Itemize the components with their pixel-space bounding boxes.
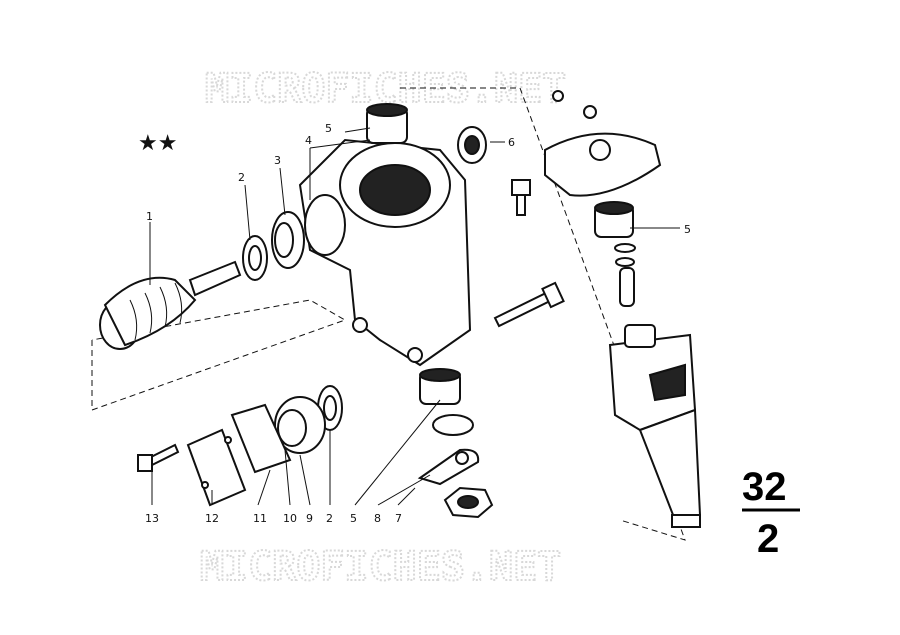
- part-needle-bearing-top: [366, 103, 408, 144]
- watermark-bottom: MICROFICHES.NET: [200, 544, 561, 590]
- callout-3: 3: [274, 154, 281, 167]
- part-gasket: [230, 403, 292, 474]
- callout-11: 11: [253, 512, 267, 525]
- callout-4: 4: [305, 134, 312, 147]
- part-washer: [432, 414, 474, 436]
- callout-13: 13: [145, 512, 159, 525]
- part-oil-seal: [457, 126, 487, 164]
- callout-5-top: 5: [325, 122, 332, 135]
- assembly-dashed-lines: [91, 87, 686, 541]
- callout-10: 10: [283, 512, 297, 525]
- callout-5-right: 5: [684, 223, 691, 236]
- page-ref-top: 32: [742, 465, 787, 509]
- part-cover-bolt: [137, 443, 180, 472]
- part-adjuster: [274, 396, 326, 454]
- part-lock-tab: [417, 448, 480, 486]
- part-needle-bearing-lower: [419, 368, 461, 405]
- callout-12: 12: [205, 512, 219, 525]
- part-top-cover: [544, 90, 662, 197]
- callout-5-lower: 5: [350, 512, 357, 525]
- callout-2: 2: [238, 171, 245, 184]
- part-needle-bearing-right: [594, 201, 634, 238]
- stars-mark: ★★: [138, 131, 177, 156]
- part-pin-and-clips: [614, 243, 636, 307]
- part-long-bolt: [493, 281, 565, 328]
- callout-6: 6: [508, 136, 515, 149]
- callout-labels: 1 2 3 4 5 6 5 2 5 7 8 2 9 10 11 12 13: [145, 122, 691, 525]
- part-sector-shaft: [608, 324, 702, 528]
- callout-7: 7: [395, 512, 402, 525]
- page-ref-bottom: 2: [757, 517, 779, 561]
- part-steering-box-housing: [298, 138, 472, 367]
- callout-2-lower: 2: [326, 512, 333, 525]
- callout-1: 1: [146, 210, 153, 223]
- part-end-cover: [186, 428, 247, 507]
- part-nut: [443, 486, 494, 519]
- part-seal: [271, 211, 305, 269]
- part-bolt-small: [511, 179, 531, 216]
- page-reference: 32 2: [742, 465, 800, 561]
- part-worm-shaft: [99, 260, 242, 350]
- callout-8: 8: [374, 512, 381, 525]
- leader-lines: [149, 127, 680, 506]
- part-bearing-ring: [242, 235, 268, 281]
- callout-9: 9: [306, 512, 313, 525]
